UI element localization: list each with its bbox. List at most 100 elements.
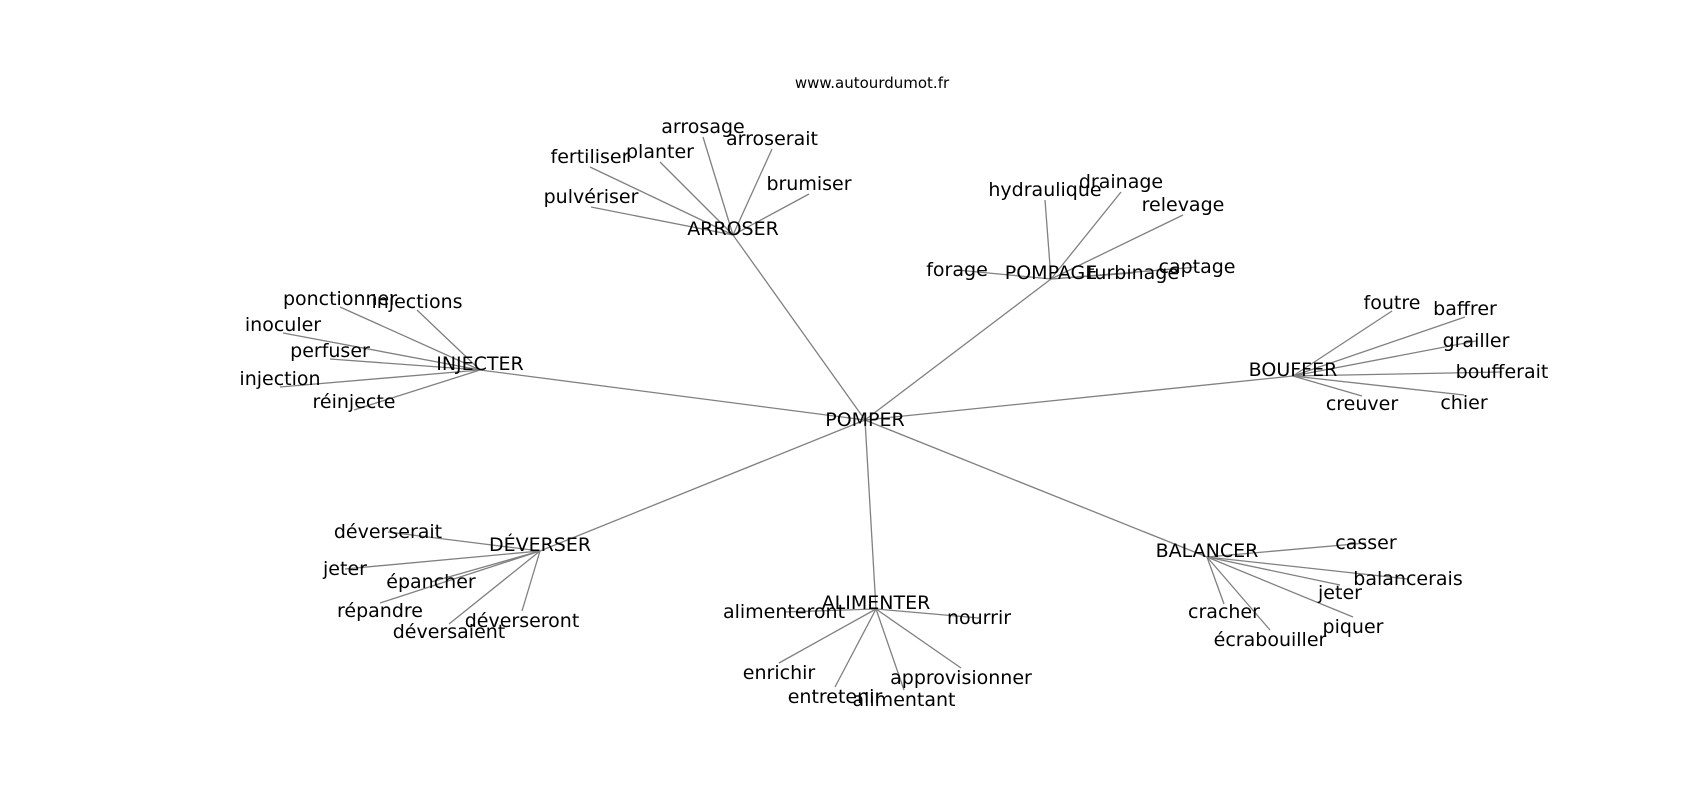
edge-deverser-leaf	[344, 550, 541, 570]
leaf-word-balancer[interactable]: piquer	[1323, 616, 1384, 638]
leaf-word-pompage[interactable]: turbinage	[1087, 262, 1179, 284]
leaf-word-balancer[interactable]: cracher	[1188, 601, 1260, 623]
edge-arroser-leaf	[702, 136, 734, 236]
leaf-word-alimenter[interactable]: enrichir	[743, 662, 816, 684]
leaf-word-injecter[interactable]: réinjecte	[313, 391, 396, 413]
leaf-word-alimenter[interactable]: alimenteront	[723, 601, 845, 623]
leaf-word-alimenter[interactable]: approvisionner	[890, 667, 1032, 689]
edge-alimenter-leaf	[778, 608, 877, 664]
edge-bouffer-leaf	[1292, 340, 1477, 377]
edge-bouffer-leaf	[1292, 375, 1465, 396]
edge-deverser-leaf	[430, 550, 541, 583]
leaf-word-balancer[interactable]: jeter	[1317, 582, 1362, 604]
leaf-word-deverser[interactable]: déverseront	[465, 610, 580, 632]
leaf-word-balancer[interactable]: balancerais	[1353, 568, 1462, 590]
edge-balancer-leaf	[1206, 556, 1271, 631]
leaf-word-bouffer[interactable]: baffrer	[1433, 298, 1497, 320]
hub-word-alimenter[interactable]: ALIMENTER	[822, 592, 931, 614]
edge-balancer-leaf	[1206, 556, 1354, 618]
leaf-word-balancer[interactable]: écrabouiller	[1214, 629, 1327, 651]
leaf-word-arroser[interactable]: arrosage	[661, 116, 744, 138]
leaf-word-balancer[interactable]: casser	[1335, 532, 1397, 554]
edge-arroser-leaf	[732, 193, 810, 236]
edge-arroser-leaf	[589, 166, 734, 236]
leaf-word-deverser[interactable]: épancher	[386, 571, 476, 593]
edge-bouffer-leaf	[1292, 371, 1503, 377]
leaf-word-alimenter[interactable]: entretenir	[788, 686, 883, 708]
leaf-word-bouffer[interactable]: foutre	[1364, 292, 1421, 314]
edge-injecter-leaf	[353, 369, 481, 411]
edge-injecter-leaf	[416, 309, 481, 371]
leaf-word-injecter[interactable]: inoculer	[245, 314, 321, 336]
edge-injecter-leaf	[329, 358, 481, 371]
edge-root-bouffer	[864, 375, 1294, 421]
edge-pompage-leaf	[1050, 266, 1198, 280]
leaf-word-arroser[interactable]: pulvériser	[544, 186, 639, 208]
leaf-word-injecter[interactable]: perfuser	[290, 340, 370, 362]
leaf-word-deverser[interactable]: déversaient	[393, 621, 506, 643]
hub-word-arroser[interactable]: ARROSER	[687, 218, 779, 240]
leaf-word-alimenter[interactable]: alimentant	[852, 689, 955, 711]
leaf-word-bouffer[interactable]: boufferait	[1456, 361, 1549, 383]
edge-alimenter-leaf	[875, 608, 980, 619]
edge-balancer-leaf	[1206, 542, 1367, 558]
edge-arroser-leaf	[590, 206, 734, 236]
edge-deverser-leaf	[521, 550, 541, 612]
edge-balancer-leaf	[1206, 556, 1409, 580]
leaf-word-pompage[interactable]: captage	[1159, 256, 1236, 278]
edge-root-deverser	[539, 419, 866, 552]
leaf-word-arroser[interactable]: arroserait	[726, 128, 818, 150]
leaf-word-injecter[interactable]: injections	[371, 291, 462, 313]
edge-injecter-leaf	[279, 369, 481, 388]
edge-pompage-leaf	[1044, 199, 1052, 280]
root-word[interactable]: POMPER	[825, 409, 904, 431]
edge-alimenter-leaf	[875, 608, 905, 691]
leaf-word-bouffer[interactable]: creuver	[1326, 393, 1399, 415]
edge-arroser-leaf	[732, 148, 773, 236]
hub-word-bouffer[interactable]: BOUFFER	[1249, 359, 1338, 381]
leaf-word-deverser[interactable]: répandre	[337, 600, 423, 622]
edge-deverser-leaf	[448, 550, 541, 625]
edge-alimenter-leaf	[834, 608, 877, 688]
hub-word-pompage[interactable]: POMPAGE	[1005, 262, 1097, 284]
leaf-word-bouffer[interactable]: chier	[1440, 392, 1487, 414]
hub-word-balancer[interactable]: BALANCER	[1156, 540, 1259, 562]
edge-alimenter-leaf	[875, 608, 962, 669]
edge-root-alimenter	[864, 419, 877, 610]
edge-pompage-leaf	[1050, 191, 1122, 280]
leaf-word-bouffer[interactable]: grailler	[1443, 330, 1510, 352]
leaf-word-deverser[interactable]: déverserait	[334, 521, 442, 543]
edge-root-balancer	[864, 419, 1208, 558]
edge-deverser-leaf	[379, 550, 541, 604]
edge-pompage-leaf	[1050, 214, 1184, 280]
edge-injecter-leaf	[282, 332, 481, 371]
hub-word-injecter[interactable]: INJECTER	[436, 353, 524, 375]
edge-root-arroser	[732, 234, 866, 421]
leaf-word-pompage[interactable]: relevage	[1142, 194, 1225, 216]
leaf-word-pompage[interactable]: forage	[926, 259, 988, 281]
edge-balancer-leaf	[1206, 556, 1225, 605]
edge-bouffer-leaf	[1292, 375, 1363, 397]
graph-edges	[279, 136, 1503, 691]
leaf-word-injecter[interactable]: ponctionner	[283, 288, 397, 310]
leaf-word-arroser[interactable]: brumiser	[766, 173, 851, 195]
edge-injecter-leaf	[339, 306, 481, 371]
leaf-word-pompage[interactable]: drainage	[1079, 171, 1163, 193]
leaf-word-deverser[interactable]: jeter	[322, 558, 367, 580]
edge-pompage-leaf	[956, 269, 1052, 280]
edge-bouffer-leaf	[1292, 316, 1466, 377]
site-url: www.autourdumot.fr	[795, 74, 950, 92]
leaf-word-injecter[interactable]: injection	[239, 368, 320, 390]
edge-bouffer-leaf	[1292, 310, 1393, 377]
edge-root-pompage	[864, 278, 1052, 421]
leaf-word-arroser[interactable]: fertiliser	[551, 146, 630, 168]
leaf-word-arroser[interactable]: planter	[626, 141, 694, 163]
edge-arroser-leaf	[659, 161, 734, 236]
edge-alimenter-leaf	[783, 608, 877, 613]
leaf-word-alimenter[interactable]: nourrir	[947, 607, 1011, 629]
leaf-word-pompage[interactable]: hydraulique	[988, 179, 1101, 201]
hub-word-deverser[interactable]: DÉVERSER	[489, 533, 591, 556]
edge-balancer-leaf	[1206, 556, 1341, 586]
